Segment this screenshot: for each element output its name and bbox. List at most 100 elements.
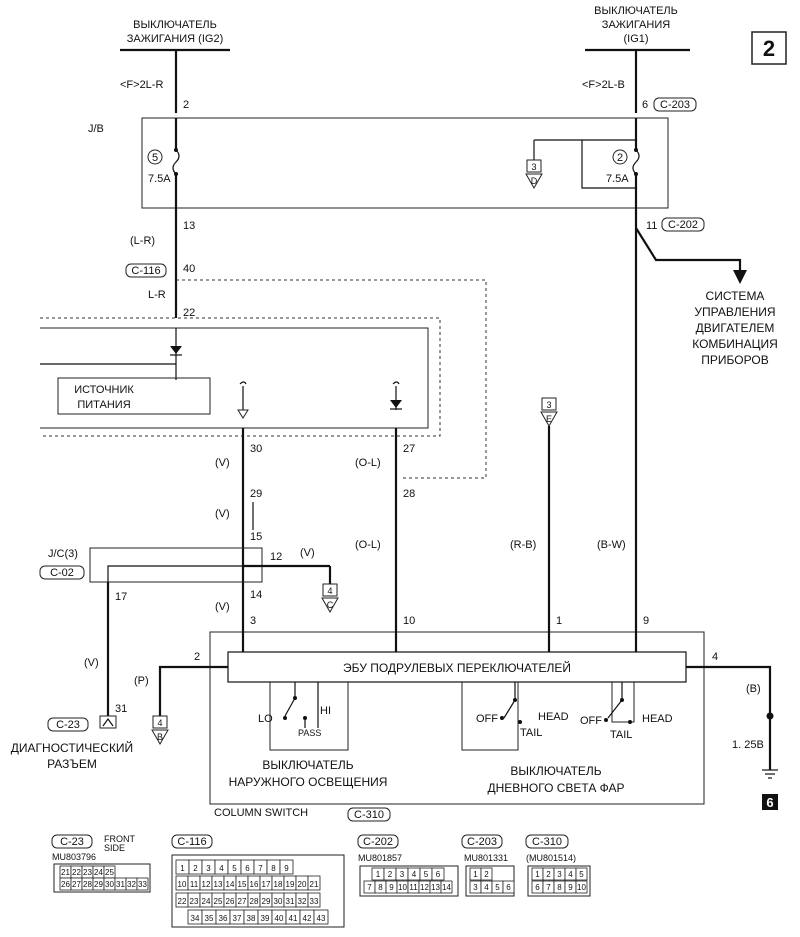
jb-box [141,117,669,209]
pin-label-c116a-3: 3 [206,864,211,873]
conn-c23-text: C-23 [56,719,80,731]
pin-label-c116c-26: 26 [226,897,235,906]
pin-label-c202a-2: 2 [388,870,393,879]
ant-30 [239,381,247,385]
ecu-pin-2: 2 [194,651,200,663]
c23-housing [53,863,151,893]
pin-label-c310a-2: 2 [546,870,551,879]
ref-4b-box [152,715,168,729]
pin-label-c116c-27: 27 [238,897,247,906]
conn-c203-tag [653,97,697,112]
conn-c116-text: C-116 [131,265,160,277]
sw3-off: OFF [580,715,602,727]
pin-label-c116b-15: 15 [238,880,247,889]
pin-label-c203b-6: 6 [506,883,511,892]
pin-label-c116c-32: 32 [298,897,307,906]
sw-day-box-1 [461,681,519,751]
jc-label: J/C(3) [48,548,78,560]
wire-lr-paren: (L-R) [130,235,155,247]
c116-housing [171,854,345,928]
conn-c02-tag [39,565,85,580]
ref-4c-triangle [321,597,339,614]
wire-lr-label: L-R [148,289,166,301]
pin-label-c310a-3: 3 [557,870,562,879]
wire-bw-label: (B-W) [597,539,626,551]
fuse-left-rating: 7.5A [148,173,171,185]
sw2-blade [503,699,516,719]
power-source-line-2: ПИТАНИЯ [77,399,130,411]
pin-label-c203a-1: 1 [473,870,478,879]
conn-tag-text-c202: C-202 [363,836,393,848]
ref-3d-num: 3 [531,162,536,172]
module-inner-box [40,327,429,429]
engine-line-1: СИСТЕМА [706,289,765,303]
diag-pin-31: 31 [115,703,127,715]
pin-label-c116a-6: 6 [245,864,250,873]
pin-label-c23-23: 23 [83,868,92,877]
pin-label-c202b-8: 8 [378,883,383,892]
wire-ol1: (O-L) [355,457,381,469]
pin-label-c116d-36: 36 [219,914,228,923]
pin-label-c23b-31: 31 [116,880,125,889]
pin-cell-c203b-6 [502,880,515,894]
diag-connector-mark [102,717,114,727]
pin-label-c116a-4: 4 [219,864,224,873]
pin-cell-c310b-10 [575,880,588,894]
conn-tag-text-c310: C-310 [532,836,562,848]
ground-num: 6 [766,795,773,810]
jc-pin-3: 3 [250,615,256,627]
ecu-pin-4: 4 [712,651,718,663]
engine-line-2: УПРАВЛЕНИЯ [694,305,775,319]
conn-tag-c203 [461,834,503,849]
sw2-tail: TAIL [520,727,542,739]
conn-c02-text: C-02 [50,567,74,579]
conn-c202-tag [661,217,705,232]
fuse-right-num: 2 [617,152,623,164]
c310-part: (MU801514) [526,853,576,863]
pin-label-c116d-34: 34 [191,914,200,923]
ref-4c-box [322,583,338,597]
pin-label-c116d-40: 40 [275,914,284,923]
wire-b-splice [766,712,774,720]
jb-internal-wire [581,139,636,189]
pin-label-c23b-29: 29 [94,880,103,889]
c23-note-1: FRONT [104,834,135,844]
pin-label-c23b-30: 30 [105,880,114,889]
ecu-pin-10: 10 [403,615,415,627]
c310-housing [527,865,591,897]
pin-label-c116b-16: 16 [250,880,259,889]
diag-connector [99,715,117,729]
pin-label-c116c-24: 24 [202,897,211,906]
wire-to-engine-system [635,227,742,272]
fuse-right-symbol [632,149,640,175]
pin-27: 27 [403,443,415,455]
jc-box [89,547,263,583]
jb-label: J/B [88,123,104,135]
pin-29: 29 [250,488,262,500]
column-switch-box [209,631,705,805]
jc-wire-v-right: (V) [300,547,315,559]
conn-c23-tag [47,717,89,732]
conn-c310-tag [347,807,391,822]
conn-c203-text: C-203 [660,99,690,111]
column-switch-label: COLUMN SWITCH [214,807,308,819]
conn-tag-text-c23: C-23 [60,836,84,848]
sw1-blade [284,697,296,717]
engine-line-4: КОМБИНАЦИЯ [692,337,778,351]
pin-label-c116c-25: 25 [214,897,223,906]
ig1-label-3: (IG1) [623,33,648,45]
pin-label-c310b-10: 10 [577,883,586,892]
conn-tag-text-c116: C-116 [177,836,206,848]
wire-b-label: (B) [746,683,761,695]
pin-cell-c23b-33 [136,877,149,891]
pin-label-c116b-12: 12 [202,880,211,889]
pin-label-c23b-26: 26 [61,880,70,889]
conn-tag-c202 [357,834,399,849]
pin-label-c116c-30: 30 [274,897,283,906]
ref-3d-letter: D [531,176,538,186]
pin-28: 28 [403,488,415,500]
pin-label-c202a-4: 4 [412,870,417,879]
sw-day-line-2: ДНЕВНОГО СВЕТА ФАР [487,781,624,795]
jc-wire-v3: (V) [215,601,230,613]
pin-label-c116b-19: 19 [286,880,295,889]
